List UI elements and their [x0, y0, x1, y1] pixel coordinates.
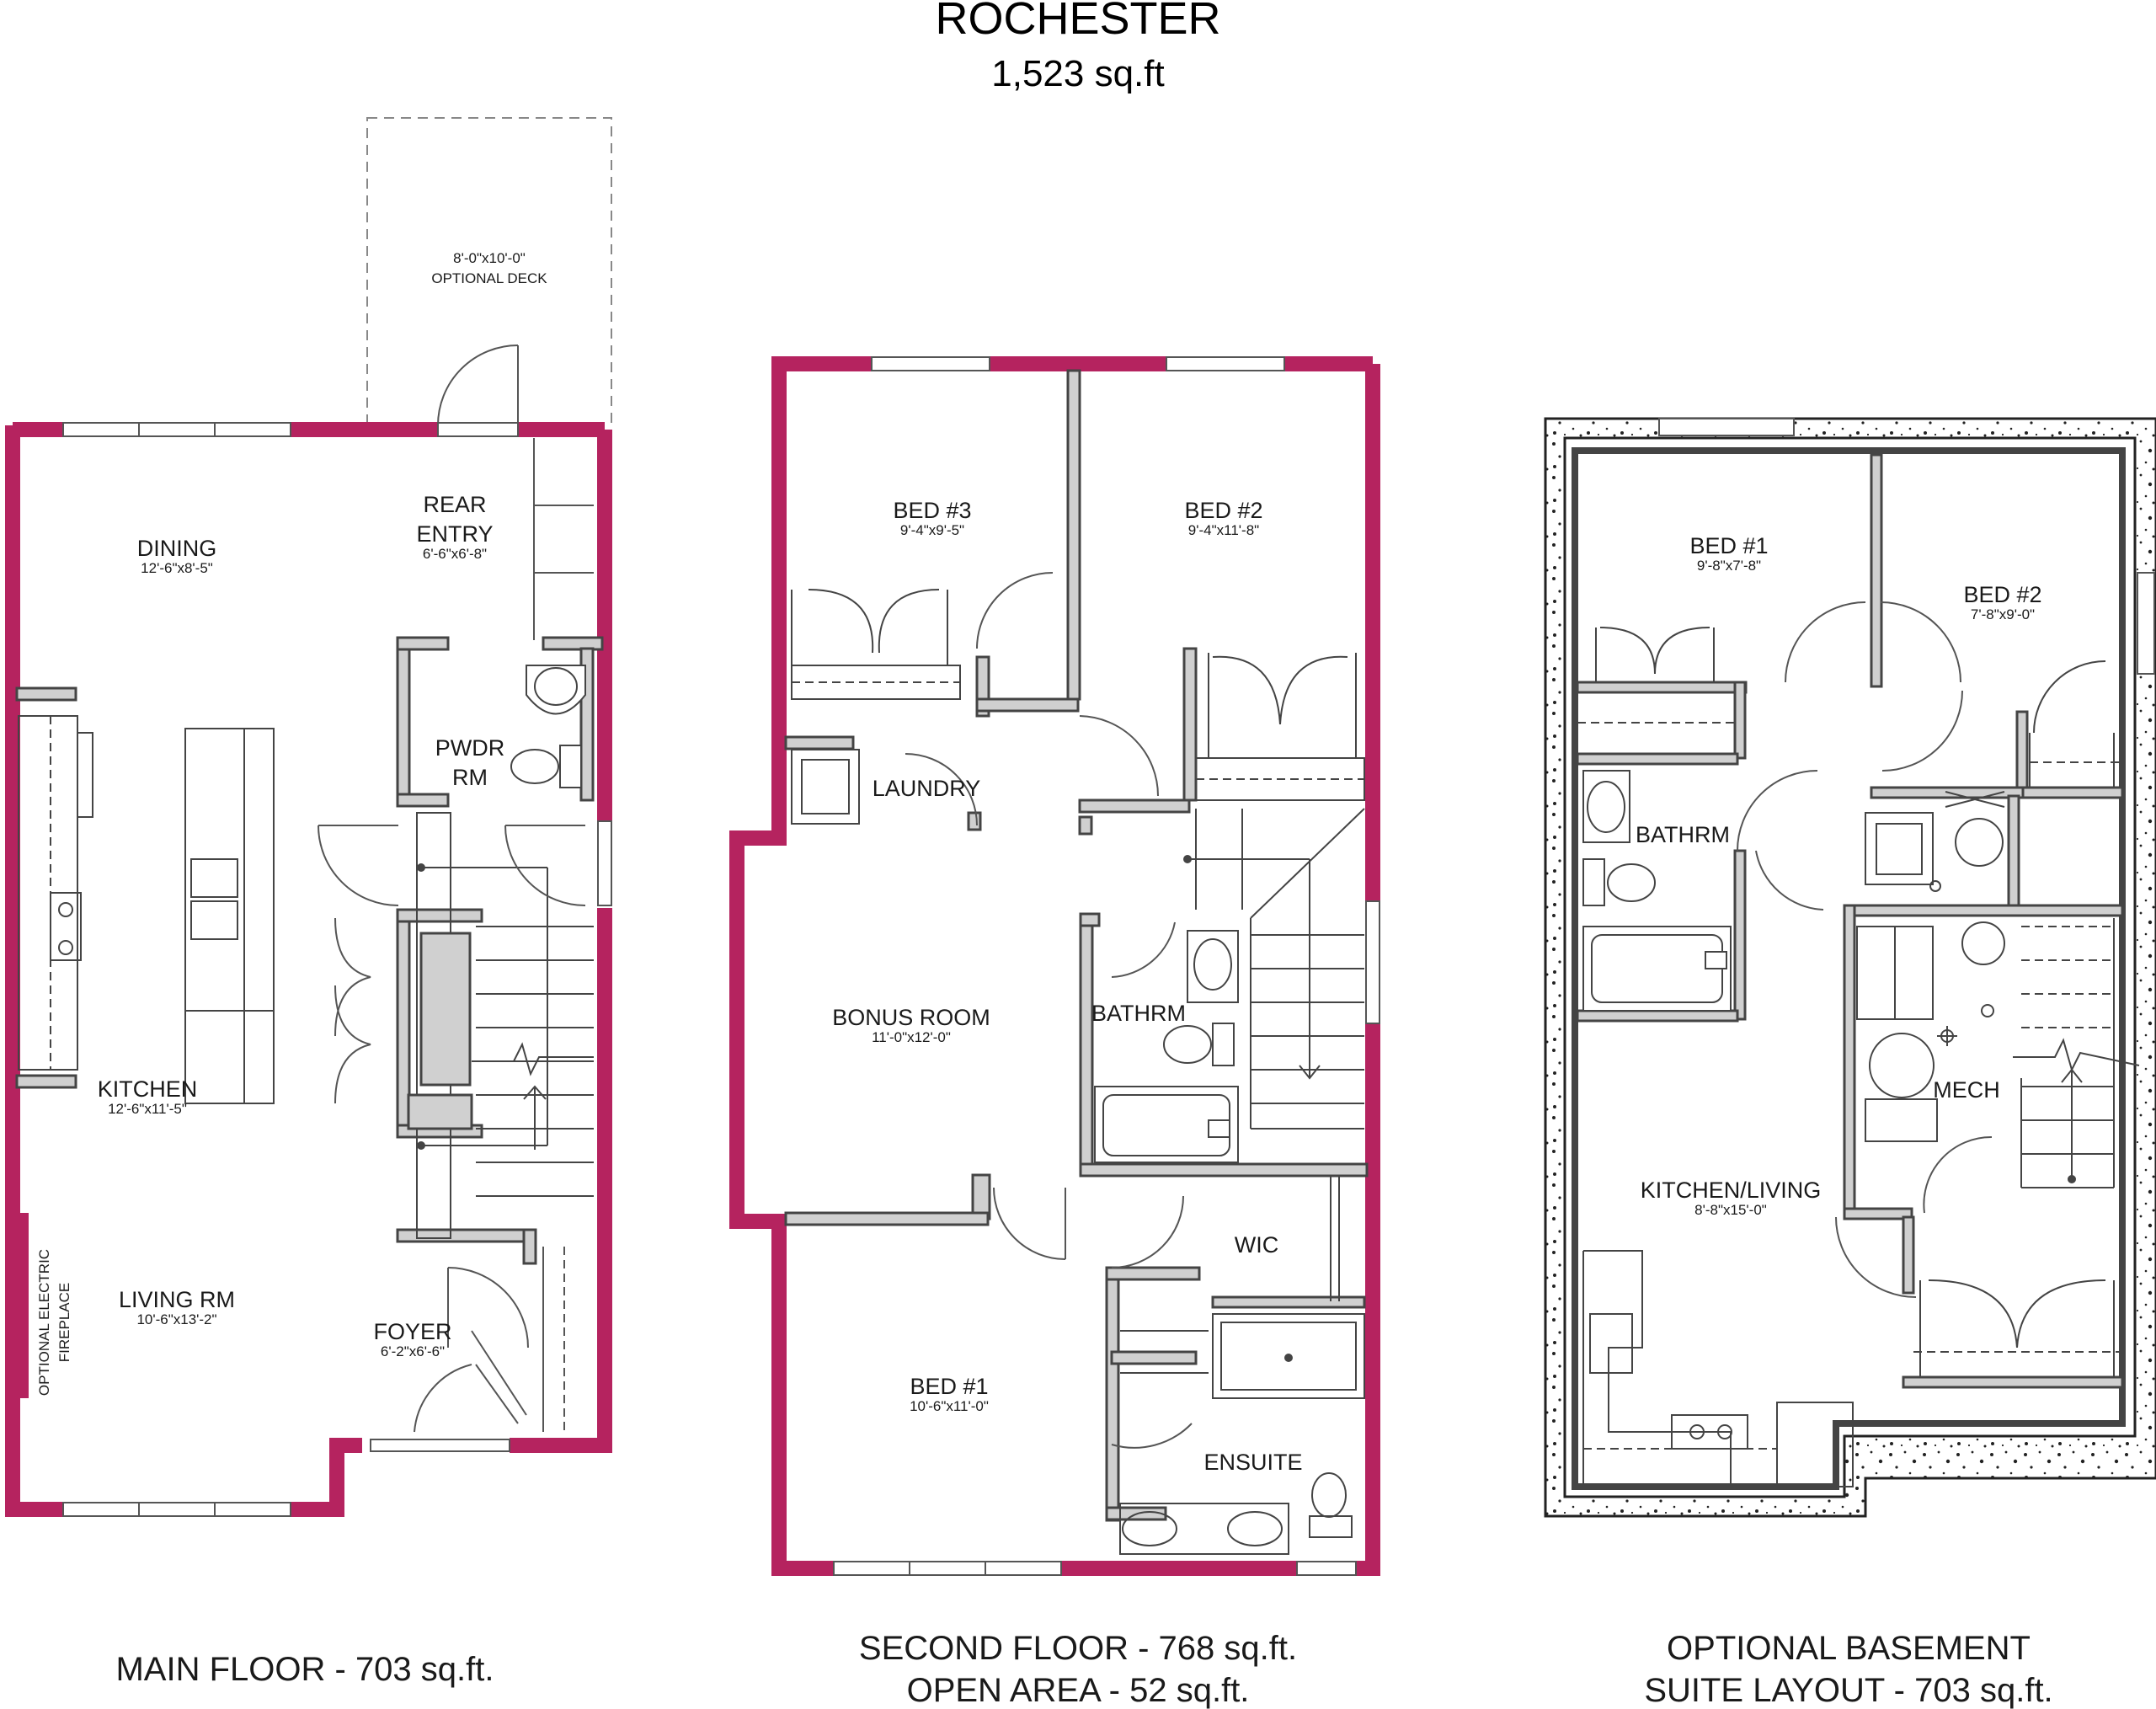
kitchen-counters — [18, 715, 275, 1104]
basement-perimeter-walls — [1572, 447, 2126, 1490]
sheet-header: ROCHESTER 1,523 sq.ft — [935, 0, 1220, 94]
main-windows — [62, 422, 612, 1517]
basement-window-top — [1658, 418, 1795, 436]
bed1-dims: 10'-6"x11'-0" — [910, 1398, 989, 1414]
deck-label: OPTIONAL DECK — [431, 270, 547, 286]
deck-dims: 8'-0"x10'-0" — [453, 250, 526, 266]
dining-dims: 12'-6"x8'-5" — [141, 560, 213, 576]
laundry-label: LAUNDRY — [873, 776, 981, 801]
laundry-fixture — [791, 749, 860, 825]
basement-window-right — [2137, 572, 2155, 675]
basement-bath-fixtures — [1582, 770, 1732, 1012]
basement-interior-walls — [1576, 453, 2124, 1389]
bonus-room-label: BONUS ROOM — [832, 1005, 990, 1030]
bed2-dims: 9'-4"x11'-8" — [1188, 522, 1259, 538]
foyer-label: FOYER — [373, 1319, 451, 1344]
wic-label: WIC — [1235, 1232, 1278, 1258]
mech-equipment — [1856, 791, 2005, 1142]
fireplace-label-1: OPTIONAL ELECTRIC — [36, 1249, 52, 1396]
living-label: LIVING RM — [119, 1287, 235, 1312]
optional-deck-outline — [366, 117, 612, 424]
foundation-wall — [1544, 417, 2156, 1518]
fireplace-marker — [17, 1213, 29, 1398]
bed2-label: BED #2 — [1184, 498, 1262, 523]
basement-bed1-label: BED #1 — [1689, 533, 1768, 558]
mech-label: MECH — [1933, 1077, 2000, 1103]
plan-title: ROCHESTER — [935, 0, 1220, 44]
basement-kitchen — [1582, 1250, 1854, 1487]
bed3-label: BED #3 — [893, 498, 971, 523]
basement-bathrm-label: BATHRM — [1636, 822, 1730, 847]
kitchen-living-dims: 8'-8"x15'-0" — [1694, 1202, 1767, 1218]
basement-plan: BED #1 9'-8"x7'-8" BED #2 7'-8"x9'-0" BA… — [1544, 417, 2156, 1709]
bed3-dims: 9'-4"x9'-5" — [900, 522, 964, 538]
main-stairs — [407, 812, 594, 1239]
second-closets — [791, 589, 1365, 801]
second-bathrm-label: BATHRM — [1091, 1001, 1186, 1026]
ensuite-fixtures — [1119, 1175, 1365, 1555]
kitchen-dims: 12'-6"x11'-5" — [108, 1101, 187, 1117]
rear-entry-dims: 6'-6"x6'-8" — [423, 546, 487, 562]
rear-door — [437, 344, 519, 437]
second-floor-plan: BED #3 9'-4"x9'-5" BED #2 9'-4"x11'-8" L… — [729, 356, 1380, 1709]
pwdr-label-2: RM — [452, 765, 488, 790]
pwdr-label-1: PWDR — [435, 735, 505, 761]
second-windows — [833, 356, 1380, 1576]
bed1-label: BED #1 — [910, 1374, 988, 1399]
basement-bed1-dims: 9'-8"x7'-8" — [1697, 558, 1761, 574]
second-interior-walls — [784, 369, 1369, 1522]
main-interior-walls — [15, 636, 604, 1265]
basement-caption-2: SUITE LAYOUT - 703 sq.ft. — [1644, 1672, 2052, 1709]
second-stairs — [1183, 808, 1365, 1130]
main-floor-plan: 8'-0"x10'-0" OPTIONAL DECK — [5, 117, 612, 1688]
dining-label: DINING — [137, 536, 217, 561]
kitchen-living-label: KITCHEN/LIVING — [1641, 1178, 1822, 1203]
ensuite-label: ENSUITE — [1203, 1450, 1302, 1475]
basement-closets — [1577, 627, 2122, 1377]
second-exterior-walls — [729, 356, 1380, 1576]
basement-doors — [1737, 601, 1993, 1298]
rear-entry-label-2: ENTRY — [416, 521, 493, 547]
bonus-room-dims: 11'-0"x12'-0" — [872, 1029, 951, 1045]
powder-room-fixtures — [510, 665, 586, 788]
living-dims: 10'-6"x13'-2" — [136, 1311, 216, 1327]
second-floor-caption-2: OPEN AREA - 52 sq.ft. — [907, 1672, 1250, 1709]
foyer-dims: 6'-2"x6'-6" — [381, 1343, 445, 1359]
second-doors — [905, 572, 1193, 1449]
basement-caption-1: OPTIONAL BASEMENT — [1667, 1630, 2031, 1667]
main-floor-caption: MAIN FLOOR - 703 sq.ft. — [115, 1651, 494, 1688]
main-doors — [318, 438, 594, 1433]
basement-bed2-dims: 7'-8"x9'-0" — [1971, 606, 2035, 622]
plan-total-area: 1,523 sq.ft — [991, 53, 1164, 94]
basement-bed2-label: BED #2 — [1963, 582, 2041, 607]
second-floor-caption-1: SECOND FLOOR - 768 sq.ft. — [859, 1630, 1297, 1667]
fireplace-label-2: FIREPLACE — [56, 1283, 72, 1362]
rear-entry-label-1: REAR — [423, 492, 486, 517]
kitchen-label: KITCHEN — [98, 1076, 198, 1102]
second-bath-fixtures — [1094, 930, 1239, 1163]
main-exterior-walls — [5, 422, 612, 1517]
basement-stairs — [2013, 918, 2140, 1188]
